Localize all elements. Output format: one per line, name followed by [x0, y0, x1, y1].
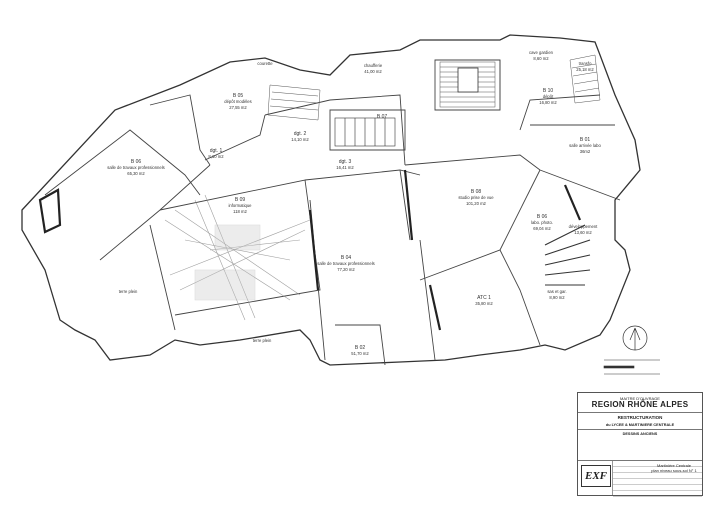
- terre-plein-label-1: terre plein: [119, 289, 138, 294]
- sheet-plan: plan niveau sous-sol N° 1: [651, 467, 697, 473]
- room-area-b02: 51,70 m2: [351, 351, 369, 356]
- room-area-b01: 36m2: [580, 149, 591, 154]
- room-code-b07: B 07: [377, 114, 388, 120]
- room-code-b01: B 01: [580, 137, 591, 143]
- interior-walls: [44, 59, 621, 366]
- room-area-b10: 16,80 m2: [539, 100, 557, 105]
- room-name-b01: salle arrivée labo: [569, 143, 601, 148]
- staircase: [267, 54, 601, 121]
- room-name-b09: informatique: [228, 203, 252, 208]
- room-area-b09: 118 m2: [233, 209, 247, 214]
- room-area-b08: 101,20 m2: [466, 201, 486, 206]
- sheet-grid: [612, 461, 702, 497]
- room-area-dev: 13,60 m2: [574, 230, 592, 235]
- room-name-sas: sas et gar.: [547, 289, 566, 294]
- room-code-atc1: ATC 1: [477, 295, 491, 301]
- room-code-b08: B 08: [471, 189, 482, 195]
- room-name-dev: développement: [569, 224, 598, 229]
- room-code-dgt2: dgt. 2: [294, 131, 307, 137]
- room-area-dgt2: 14,10 m2: [291, 137, 309, 142]
- room-area-b04: 77,20 m2: [337, 267, 355, 272]
- room-area-transfo: 25,18 m2: [576, 67, 594, 72]
- building-outline: [21, 34, 641, 366]
- room-name-b10: dépôt: [543, 94, 554, 99]
- north-arrow-icon: [622, 325, 648, 351]
- room-code-b09: B 09: [235, 197, 246, 203]
- project-title: RESTRUCTURATION: [617, 415, 663, 421]
- partition-fan: [544, 224, 591, 286]
- room-name-b06: salle de travaux professionnels: [107, 165, 165, 170]
- room-area-labo: 69,04 m2: [533, 226, 551, 231]
- client-name: REGION RHÔNE ALPES: [591, 400, 689, 410]
- room-labels: B 06 salle de travaux professionnels 65,…: [107, 50, 601, 356]
- room-area-chaufferie: 41,00 m2: [364, 69, 382, 74]
- room-name-b05: dépôt modèles: [224, 99, 251, 104]
- room-area-cave: 8,60 m2: [533, 56, 549, 61]
- room-code-b04: B 04: [341, 255, 352, 261]
- wall-hatching: [38, 169, 582, 331]
- room-code-b02: B 02: [355, 345, 366, 351]
- room-name-cave: cave gardien: [529, 50, 554, 55]
- room-code-dgt3: dgt. 3: [339, 159, 352, 165]
- room-code-dgt1: dgt. 1: [210, 148, 223, 154]
- room-area-sas: 8,90 m2: [549, 295, 565, 300]
- scale-bar: [603, 359, 660, 375]
- sanitary-block: [334, 117, 396, 147]
- room-area-b05: 27,55 m2: [229, 105, 247, 110]
- firm-logo: EXF: [581, 465, 611, 487]
- room-name-b08: studio prise de vue: [458, 195, 494, 200]
- section-label: DESSINS ANCIENS: [622, 432, 658, 437]
- room-name-chaufferie: chaufferie: [364, 63, 383, 68]
- project-subtitle: du LYCEE & MARTINIERE CENTRALE: [605, 423, 675, 428]
- sheet-info: EXF Martinière Centrale plan niveau sous…: [578, 460, 702, 497]
- sheet-name: Martinière Centrale: [656, 463, 691, 468]
- client-label: MAITRE D'OUVRAGE: [620, 396, 660, 401]
- room-name-labo: labo. photo.: [531, 220, 553, 225]
- beam-lines: [164, 194, 311, 321]
- room-area-atc1: 35,80 m2: [475, 301, 493, 306]
- courette-label: courette: [257, 61, 273, 66]
- sheet-title: Martinière Centrale plan niveau sous-sol…: [648, 463, 700, 474]
- room-code-b06: B 06: [131, 159, 142, 165]
- title-block: MAITRE D'OUVRAGE REGION RHÔNE ALPES REST…: [577, 392, 703, 497]
- room-name-b04: salle de travaux professionnels: [317, 261, 375, 266]
- terre-plein-label-2: terre plein: [253, 338, 272, 343]
- room-name-transfo: transfo: [579, 61, 592, 66]
- room-area-dgt1: 8,10 m2: [208, 154, 224, 159]
- room-area-dgt3: 16,41 m2: [336, 165, 354, 170]
- room-code-b10: B 10: [543, 88, 554, 94]
- room-code-labo: B 06: [537, 214, 548, 220]
- room-area-b06: 65,30 m2: [127, 171, 145, 176]
- room-code-b05: B 05: [233, 93, 244, 99]
